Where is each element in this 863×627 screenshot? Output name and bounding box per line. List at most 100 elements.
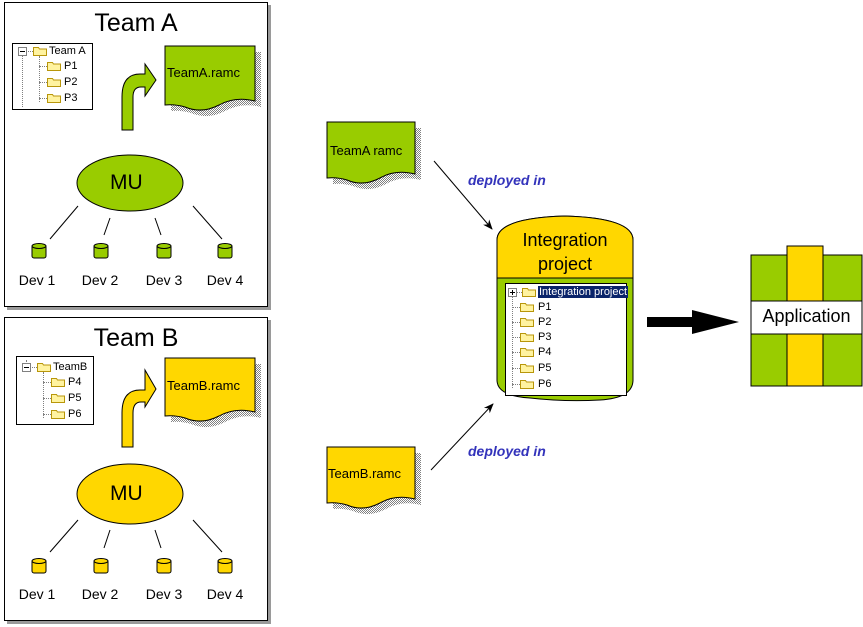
tree-guide [39,82,47,83]
curved-arrow-icon [121,62,157,131]
dev-1-db-icon [31,558,47,574]
teamb-ramc-doc[interactable] [326,446,416,509]
folder-icon [47,93,61,103]
dev-label: Dev 3 [145,272,183,288]
teamb-ramc-label: TeamB.ramc [328,466,401,481]
tree-guide [39,98,47,99]
tree-guide [512,296,513,388]
application-block[interactable] [750,245,863,387]
dev-label: Dev 2 [81,272,119,288]
tree-item[interactable]: P4 [538,346,552,358]
tree-guide [39,56,40,102]
folder-icon [37,362,51,372]
folder-icon [520,363,534,373]
tree-guide [517,292,522,293]
team-a-ramc-doc[interactable] [164,45,256,111]
deployed-arrow-a [433,160,493,230]
folder-icon [47,61,61,71]
collapse-icon[interactable] [22,363,31,372]
folder-icon [520,347,534,357]
tree-guide [26,360,27,364]
tree-item[interactable]: P2 [64,76,78,88]
integration-tree: Integration project P1 P2 P3 P4 P5 P6 [505,283,629,396]
tree-item[interactable]: P1 [64,60,78,72]
team-a-mu-node[interactable] [76,154,184,212]
dev-4-db-icon [217,243,233,259]
dev-4-db-icon [217,558,233,574]
tree-root[interactable]: TeamB [53,361,88,373]
tree-guide [43,372,44,418]
team-b-tree: TeamB P4 P5 P6 [16,356,94,425]
tree-guide [512,352,520,353]
tree-item[interactable]: P4 [68,376,82,388]
team-b-title: Team B [93,324,179,352]
tree-guide [512,307,520,308]
tree-guide [39,66,47,67]
team-b-ramc-doc[interactable] [164,357,256,422]
integration-title-line1: Integration [522,230,608,250]
curved-arrow-icon [121,368,157,448]
collapse-icon[interactable] [18,47,27,56]
tree-guide [43,398,51,399]
dev-label: Dev 1 [18,586,56,602]
folder-icon [520,379,534,389]
tree-root-selected[interactable]: Integration project [538,285,629,299]
folder-icon [520,317,534,327]
folder-icon [51,409,65,419]
deployed-in-label-a: deployed in [468,172,546,188]
tree-item[interactable]: P3 [538,331,552,343]
teama-ramc-label: TeamA ramc [330,143,403,158]
dev-label: Dev 4 [206,586,244,602]
dev-label: Dev 1 [18,272,56,288]
big-arrow-icon [647,310,739,334]
dev-label: Dev 2 [81,586,119,602]
dev-2-db-icon [93,558,109,574]
tree-guide [22,55,23,107]
application-label: Application [762,306,851,326]
folder-icon [33,46,47,56]
tree-guide [43,382,51,383]
tree-item[interactable]: P3 [64,92,78,104]
folder-icon [51,393,65,403]
tree-item[interactable]: P1 [538,301,552,313]
folder-icon [522,287,536,297]
deployed-in-label-b: deployed in [468,443,546,459]
team-a-title: Team A [94,9,178,37]
teama-ramc-doc[interactable] [326,121,416,184]
tree-guide [512,368,520,369]
dev-1-db-icon [31,243,47,259]
tree-guide [512,384,520,385]
tree-item[interactable]: P5 [68,392,82,404]
dev-label: Dev 4 [206,272,244,288]
dev-label: Dev 3 [145,586,183,602]
folder-icon [520,332,534,342]
integration-title: Integration project [497,228,633,276]
dev-3-db-icon [156,243,172,259]
tree-guide [43,414,51,415]
tree-guide [512,322,520,323]
team-b-ramc-label: TeamB.ramc [167,378,240,393]
integration-title-line2: project [537,254,593,274]
tree-item[interactable]: P2 [538,316,552,328]
dev-2-db-icon [93,243,109,259]
team-a-ramc-label: TeamA.ramc [167,65,240,80]
team-a-mu-label: MU [110,171,143,194]
tree-guide [512,337,520,338]
team-a-tree: Team A P1 P2 P3 [12,43,93,110]
folder-icon [51,377,65,387]
team-b-mu-label: MU [110,482,143,505]
tree-root-label: Integration project [538,286,629,298]
tree-item[interactable]: P6 [68,408,82,420]
tree-item[interactable]: P6 [538,378,552,390]
dev-3-db-icon [156,558,172,574]
deployed-arrow-b [430,403,494,471]
folder-icon [520,302,534,312]
tree-guide [28,51,33,52]
team-b-mu-node[interactable] [76,463,184,525]
tree-root[interactable]: Team A [49,45,86,57]
tree-guide [32,367,37,368]
tree-item[interactable]: P5 [538,362,552,374]
